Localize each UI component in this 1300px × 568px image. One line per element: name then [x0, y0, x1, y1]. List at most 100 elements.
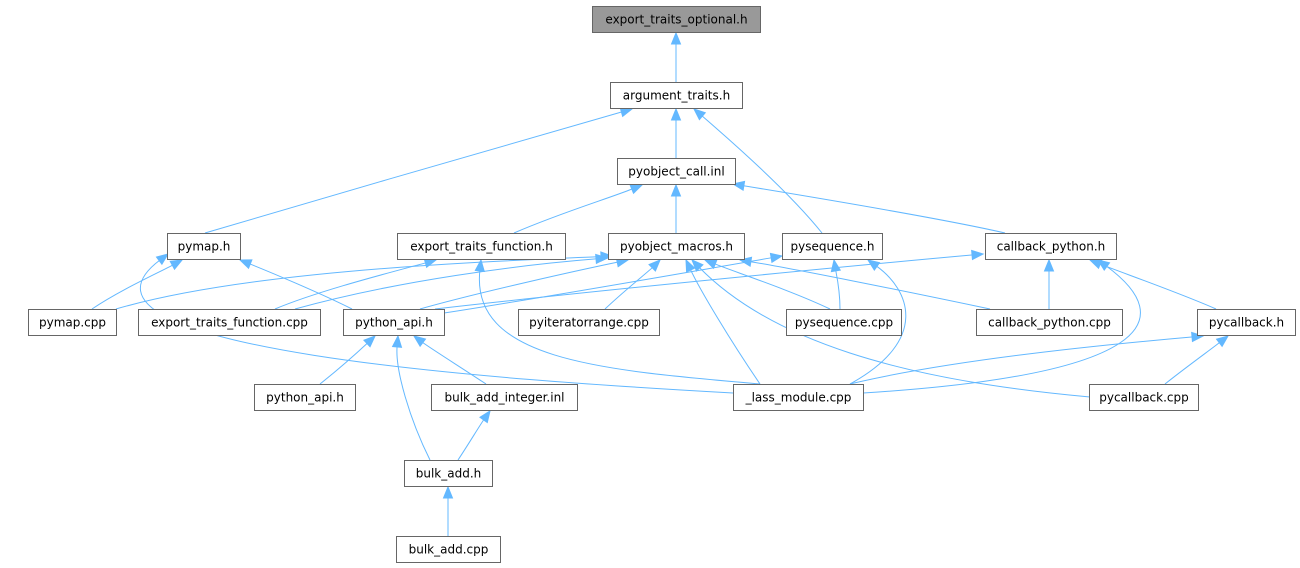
node-label: export_traits_function.cpp — [151, 316, 308, 330]
edge-pycallback_h-to-callback_python_h — [1088, 259, 1217, 310]
edge-bulk_add_integer_inl-to-python_api_h — [412, 335, 487, 385]
node-pyiteratorrange-cpp[interactable]: pyiteratorrange.cpp — [518, 309, 660, 336]
edge-lass_module_cpp-to-callback_python_h — [862, 259, 1141, 394]
edge-line — [396, 345, 431, 461]
node-pymap-h[interactable]: pymap.h — [167, 233, 241, 260]
edge-pymap_cpp-to-pymap_h — [91, 259, 184, 310]
edge-arrowhead — [670, 107, 682, 121]
edge-arrowhead — [238, 259, 253, 270]
edge-arrowhead — [670, 183, 682, 197]
edge-line — [849, 336, 1194, 385]
edge-line — [91, 264, 174, 310]
edge-arrowhead — [629, 184, 644, 195]
node-python-api-h[interactable]: python_api.h — [343, 309, 445, 336]
edge-line — [1099, 263, 1217, 310]
node-pysequence-h[interactable]: pysequence.h — [782, 233, 883, 260]
edge-line — [513, 188, 633, 234]
edge-pymap_cpp-to-pyobject_macros_h — [115, 251, 614, 310]
edge-pysequence_h-to-argument_traits_h — [692, 108, 823, 234]
node-box — [608, 233, 745, 260]
node-label: pysequence.h — [791, 240, 875, 254]
node-box — [518, 309, 660, 336]
edge-pycallback_cpp-to-pyobject_macros_h — [691, 259, 1091, 398]
edge-pycallback_cpp-to-pycallback_h — [1164, 335, 1230, 385]
edge-callback_python_cpp-to-callback_python_h — [1043, 258, 1055, 309]
edge-line — [115, 255, 603, 310]
nodes-layer: export_traits_optional.h argument_traits.… — [28, 6, 1296, 563]
node-argument-traits-h[interactable]: argument_traits.h — [610, 82, 743, 109]
edge-python_api_h-to-callback_python_h — [434, 249, 985, 310]
edge-arrowhead — [155, 253, 170, 266]
node-label: python_api.h — [355, 316, 433, 330]
node-python-api-h-2[interactable]: python_api.h — [254, 384, 356, 411]
node-pyobject-macros-h[interactable]: pyobject_macros.h — [608, 233, 745, 260]
edge-arrowhead — [670, 31, 682, 45]
edge-arrowhead — [1096, 259, 1111, 272]
edge-lass_module_cpp-to-pymap_h — [140, 253, 734, 394]
edge-line — [689, 268, 761, 385]
node-callback-python-h[interactable]: callback_python.h — [985, 233, 1117, 260]
edge-line — [434, 254, 974, 310]
node-label: pyobject_call.inl — [628, 165, 724, 179]
node-bulk-add-cpp[interactable]: bulk_add.cpp — [396, 536, 501, 563]
node-export-traits-function-cpp[interactable]: export_traits_function.cpp — [138, 309, 321, 336]
node-lass-module-cpp[interactable]: _lass_module.cpp — [733, 384, 864, 411]
node-label: bulk_add_integer.inl — [444, 391, 564, 405]
node-pyobject-call-inl[interactable]: pyobject_call.inl — [617, 158, 736, 185]
node-box — [1089, 384, 1199, 411]
node-label: pymap.cpp — [39, 316, 106, 330]
edge-line — [862, 265, 1141, 394]
edge-lass_module_cpp-to-pycallback_h — [849, 331, 1205, 385]
node-label: bulk_add.h — [416, 467, 482, 481]
edge-line — [835, 269, 841, 310]
edge-arrowhead — [703, 259, 718, 270]
edge-line — [749, 261, 991, 310]
node-bulk-add-h[interactable]: bulk_add.h — [404, 460, 493, 487]
node-pysequence-cpp[interactable]: pysequence.cpp — [786, 309, 902, 336]
edge-pymap_h-to-argument_traits_h — [204, 107, 634, 234]
node-box — [733, 384, 864, 411]
node-pymap-cpp[interactable]: pymap.cpp — [28, 309, 117, 336]
edge-line — [849, 265, 907, 385]
edge-lass_module_cpp-to-pyobject_macros_h — [685, 258, 761, 385]
edge-export_traits_function_cpp-to-pyobject_macros_h — [294, 253, 609, 310]
edge-line — [478, 269, 761, 385]
edge-line — [294, 258, 598, 310]
edge-lass_module_cpp-to-export_traits_function_h — [474, 258, 761, 385]
edge-arrowhead — [412, 335, 427, 348]
node-callback-python-cpp[interactable]: callback_python.cpp — [976, 309, 1123, 336]
node-export-traits-function-h[interactable]: export_traits_function.h — [397, 233, 566, 260]
node-box — [782, 233, 883, 260]
edge-arrowhead — [971, 249, 985, 261]
edge-pyobject_call_inl-to-argument_traits_h — [670, 107, 682, 159]
edge-line — [443, 257, 773, 314]
edge-arrowhead — [595, 253, 609, 265]
edge-pysequence_cpp-to-pysequence_h — [830, 258, 842, 310]
edge-pysequence_cpp-to-pyobject_macros_h — [703, 259, 831, 310]
edge-line — [319, 342, 369, 385]
node-export-traits-optional-h: export_traits_optional.h — [592, 6, 761, 33]
node-box — [592, 6, 761, 33]
node-box — [786, 309, 902, 336]
edge-arrowhead — [691, 259, 704, 272]
node-label: export_traits_function.h — [410, 240, 553, 254]
node-pycallback-cpp[interactable]: pycallback.cpp — [1089, 384, 1199, 411]
edge-argument_traits_h-to-export_traits_optional_h — [670, 31, 682, 83]
node-label: argument_traits.h — [623, 89, 730, 103]
node-pycallback-h[interactable]: pycallback.h — [1197, 309, 1296, 336]
edge-callback_python_h-to-pyobject_call_inl — [731, 180, 1006, 234]
node-bulk-add-integer-inl[interactable]: bulk_add_integer.inl — [431, 384, 578, 411]
edge-line — [604, 266, 654, 310]
edge-line — [419, 261, 619, 310]
edge-arrowhead — [169, 259, 184, 271]
edge-export_traits_function_h-to-pyobject_call_inl — [513, 184, 644, 234]
node-label: python_api.h — [266, 391, 344, 405]
edge-arrowhead — [685, 258, 696, 273]
edge-arrowhead — [391, 334, 403, 348]
edge-line — [714, 263, 831, 310]
edge-arrowhead — [866, 259, 881, 271]
node-label: pycallback.h — [1209, 316, 1284, 330]
edge-python_api_h-to-pymap_h — [238, 259, 353, 310]
edge-arrowhead — [474, 258, 485, 273]
